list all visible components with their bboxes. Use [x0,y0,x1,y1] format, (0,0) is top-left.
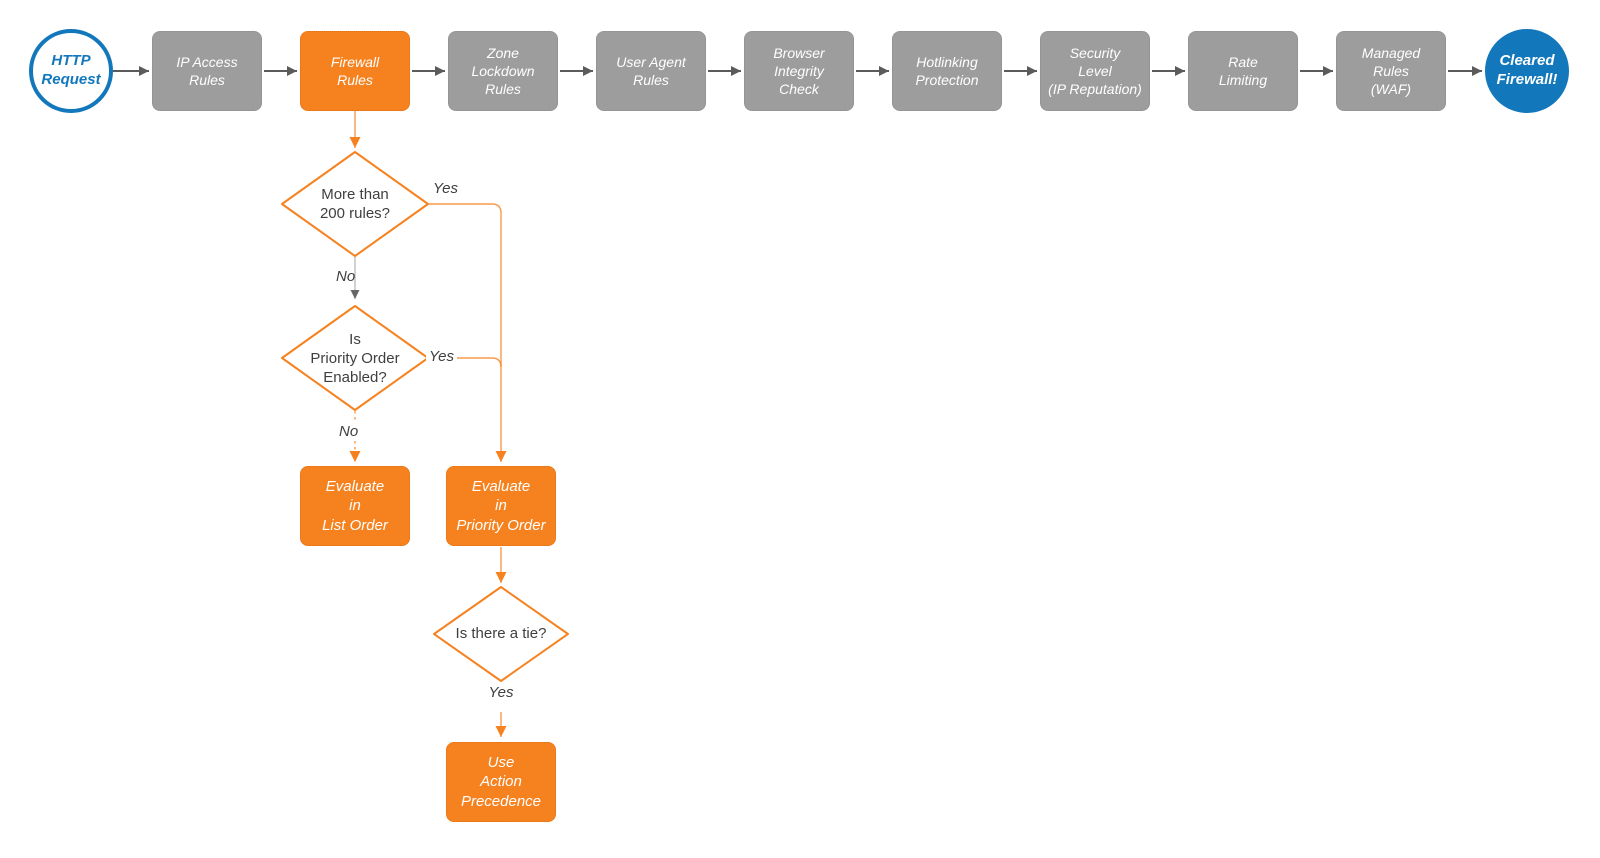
start-node-http-request: HTTP Request [29,29,113,113]
label-decision2-yes: Yes [426,348,458,365]
stage-label: Security Level (IP Reputation) [1048,44,1142,98]
stage-label: Managed Rules (WAF) [1361,44,1421,98]
decision-is-there-a-tie-question: Is there a tie? [455,625,547,642]
label-decision1-no: No [336,268,356,285]
stage-label: IP Access Rules [176,53,238,88]
decision-more-than-200-rules-question: More than 200 rules? [319,186,391,223]
stage-label: Firewall Rules [330,53,380,88]
arrow-decision1-yes-to-priority-order [428,203,507,462]
action-evaluate-in-list-order: Evaluate in List Order [300,466,410,546]
decision-priority-order-enabled-question: Is Priority Order Enabled? [310,331,400,387]
label-decision1-yes: Yes [433,180,459,197]
stage-rate-limiting: Rate Limiting [1188,31,1298,111]
stage-ip-access-rules: IP Access Rules [152,31,262,111]
stage-label: Rate Limiting [1218,53,1268,88]
end-node-label: Cleared Firewall! [1496,52,1558,88]
arrow-decision2-yes-join [428,357,502,368]
action-evaluate-in-priority-order: Evaluate in Priority Order [446,466,556,546]
stage-label: Browser Integrity Check [773,44,825,98]
stage-firewall-rules: Firewall Rules [300,31,410,111]
label-decision2-no: No [336,423,362,440]
stage-user-agent-rules: User Agent Rules [596,31,706,111]
decision-is-there-a-tie-shape [433,586,569,682]
stage-label: Hotlinking Protection [915,53,979,88]
decision-priority-order-enabled-shape [281,305,429,411]
stage-zone-lockdown-rules: Zone Lockdown Rules [448,31,558,111]
decision-more-than-200-rules-shape [281,151,429,257]
stage-label: Zone Lockdown Rules [471,44,535,98]
label-decision3-yes: Yes [488,684,514,701]
stage-security-level: Security Level (IP Reputation) [1040,31,1150,111]
action-label: Evaluate in List Order [322,478,388,534]
end-node-cleared-firewall: Cleared Firewall! [1485,29,1569,113]
start-node-label: HTTP Request [41,52,101,88]
action-label: Use Action Precedence [460,754,542,810]
action-use-action-precedence: Use Action Precedence [446,742,556,822]
stage-managed-rules-waf: Managed Rules (WAF) [1336,31,1446,111]
action-label: Evaluate in Priority Order [456,478,546,534]
stage-label: User Agent Rules [616,53,686,88]
stage-browser-integrity-check: Browser Integrity Check [744,31,854,111]
stage-hotlinking-protection: Hotlinking Protection [892,31,1002,111]
